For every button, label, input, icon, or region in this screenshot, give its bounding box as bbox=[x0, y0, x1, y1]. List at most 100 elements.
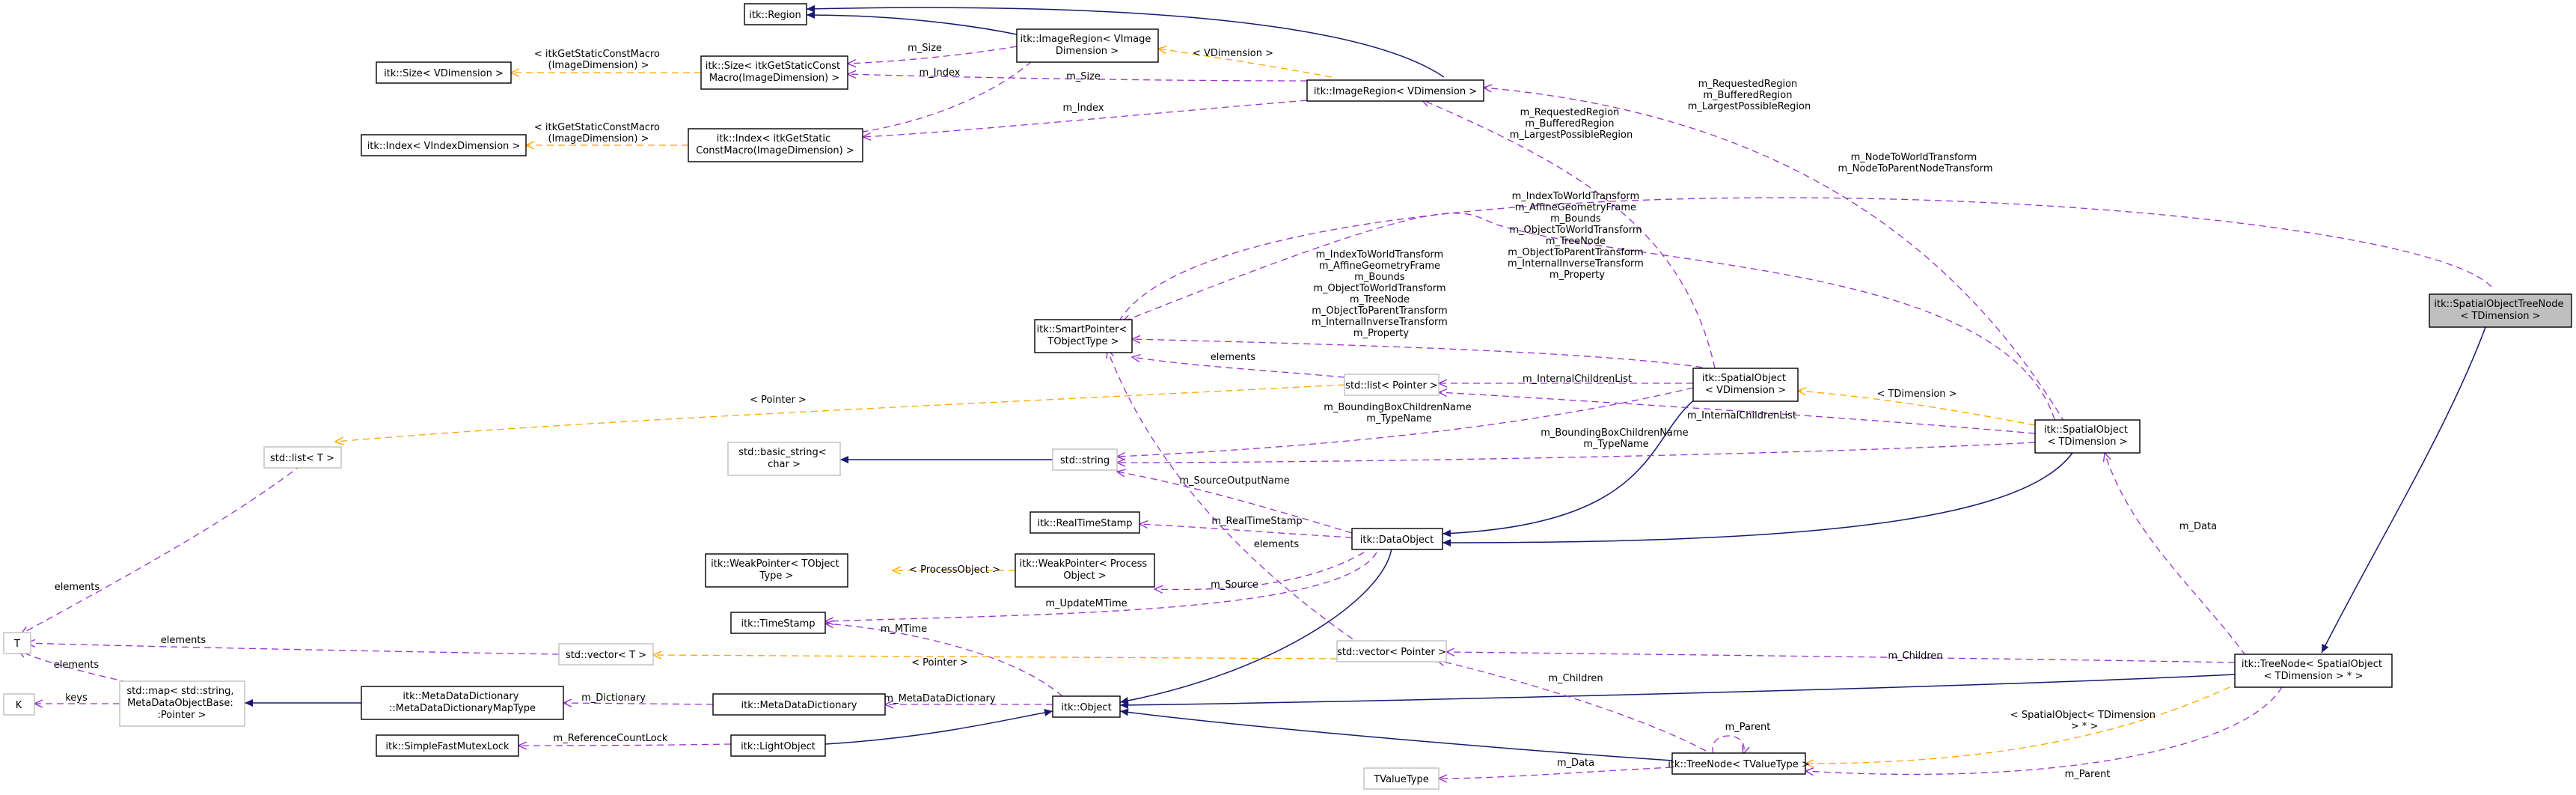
edge-use-vector-elements bbox=[1107, 350, 1362, 646]
svg-text:itk::TreeNode< SpatialObject: itk::TreeNode< SpatialObject < TDimensio… bbox=[2242, 659, 2385, 682]
label-reference-count-lock: m_ReferenceCountLock bbox=[554, 733, 668, 744]
edge-use-update-mtime bbox=[825, 552, 1377, 621]
node-itk-index-vindex[interactable]: itk::Index< VIndexDimension > bbox=[361, 134, 527, 156]
label-m-size-2: m_Size bbox=[1066, 71, 1101, 82]
edge-use-mtime bbox=[825, 624, 1063, 697]
node-itk-size-vdimension[interactable]: itk::Size< VDimension > bbox=[376, 61, 512, 84]
svg-text:itk::TreeNode< TValueType >: itk::TreeNode< TValueType > bbox=[1668, 759, 1810, 770]
label-update-mtime: m_UpdateMTime bbox=[1045, 598, 1127, 609]
node-t[interactable]: T bbox=[3, 632, 31, 654]
node-itk-tree-node-spatial-object[interactable]: itk::TreeNode< SpatialObject < TDimensio… bbox=[2234, 654, 2393, 688]
edge-use-spatial-members-b bbox=[1122, 213, 2058, 431]
svg-text:itk::LightObject: itk::LightObject bbox=[741, 741, 816, 752]
node-itk-image-region-vimage[interactable]: itk::ImageRegion< VImage Dimension > bbox=[1016, 28, 1159, 63]
node-itk-region[interactable]: itk::Region bbox=[744, 3, 807, 25]
node-itk-image-region-vdimension[interactable]: itk::ImageRegion< VDimension > bbox=[1306, 79, 1484, 102]
label-m-index-1: m_Index bbox=[920, 67, 961, 79]
edge-use-source bbox=[1154, 552, 1365, 589]
node-std-list-t[interactable]: std::list< T > bbox=[263, 446, 342, 469]
node-itk-spatial-object-vdimension[interactable]: itk::SpatialObject < VDimension > bbox=[1692, 368, 1799, 402]
svg-text:std::vector< Pointer >: std::vector< Pointer > bbox=[1337, 647, 1446, 658]
node-itk-spatial-object-tdimension[interactable]: itk::SpatialObject < TDimension > bbox=[2034, 419, 2141, 454]
node-std-map[interactable]: std::map< std::string, MetaDataObjectBas… bbox=[119, 680, 245, 727]
node-std-list-pointer[interactable]: std::list< Pointer > bbox=[1344, 374, 1440, 396]
svg-text:itk::Size< VDimension >: itk::Size< VDimension > bbox=[384, 68, 504, 79]
node-itk-light-object[interactable]: itk::LightObject bbox=[730, 734, 826, 757]
label-m-meta-data-dictionary: m_MetaDataDictionary bbox=[884, 693, 995, 704]
node-itk-object[interactable]: itk::Object bbox=[1052, 695, 1121, 718]
label-spatial-members-a: m_IndexToWorldTransform m_AffineGeometry… bbox=[1508, 191, 1647, 281]
edge-inherit-spatialobject-t-to-dataobject bbox=[1442, 452, 2073, 546]
edge-use-internal-children-2 bbox=[1439, 392, 2036, 434]
label-internal-children-1: m_InternalChildrenList bbox=[1523, 374, 1632, 385]
edge-use-parent-self bbox=[1712, 735, 1744, 754]
label-elements-vector: elements bbox=[1254, 539, 1300, 550]
edge-tmpl-pointer-list bbox=[335, 384, 1345, 442]
node-std-vector-pointer[interactable]: std::vector< Pointer > bbox=[1336, 640, 1447, 662]
label-elements-list: elements bbox=[1211, 352, 1256, 363]
svg-text:std::list< T >: std::list< T > bbox=[270, 453, 334, 464]
node-itk-tree-node-tvalue-type[interactable]: itk::TreeNode< TValueType > bbox=[1668, 752, 1810, 775]
node-itk-size-static[interactable]: itk::Size< itkGetStaticConst Macro(Image… bbox=[700, 55, 848, 90]
svg-text:itk::SmartPointer< TOb: itk::SmartPointer< TObjectType > bbox=[1037, 324, 1131, 347]
edge-inherit-treenode-so-to-object bbox=[1119, 674, 2236, 709]
node-itk-real-time-stamp[interactable]: itk::RealTimeStamp bbox=[1030, 511, 1140, 534]
node-itk-index-static[interactable]: itk::Index< itkGetStatic ConstMacro(Imag… bbox=[688, 128, 863, 162]
svg-text:itk::SpatialObject < T: itk::SpatialObject < TDimension > bbox=[2044, 424, 2131, 448]
edge-inherit-imageregion-vdim-to-region bbox=[806, 4, 1445, 78]
label-m-parent: m_Parent bbox=[2065, 769, 2111, 780]
label-spatial-members-b: m_IndexToWorldTransform m_AffineGeometry… bbox=[1312, 249, 1451, 339]
edge-use-spatial-members-a bbox=[1132, 339, 1714, 370]
edge-tmpl-spatial-object bbox=[1805, 686, 2230, 764]
edge-use-children-1 bbox=[1446, 652, 2236, 663]
edge-use-reference-count-lock bbox=[518, 744, 732, 746]
label-m-source: m_Source bbox=[1211, 579, 1258, 591]
label-source-output-name: m_SourceOutputName bbox=[1179, 475, 1289, 487]
node-itk-meta-data-dictionary-map-type[interactable]: itk::MetaDataDictionary ::MetaDataDictio… bbox=[361, 686, 564, 720]
svg-text:itk::WeakPointer< Process: itk::WeakPointer< Process Object > bbox=[1020, 558, 1151, 582]
svg-text:itk::Object: itk::Object bbox=[1061, 702, 1111, 713]
node-std-basic-string[interactable]: std::basic_string< char > bbox=[727, 442, 841, 476]
edge-use-data-so bbox=[2105, 453, 2253, 665]
node-itk-data-object[interactable]: itk::DataObject bbox=[1351, 528, 1443, 550]
node-itk-weak-pointer-process-object[interactable]: itk::WeakPointer< Process Object > bbox=[1015, 553, 1155, 588]
edge-use-list-t-elements bbox=[21, 464, 302, 634]
node-k[interactable]: K bbox=[3, 693, 35, 716]
edge-use-bbox-names-2 bbox=[1117, 442, 2036, 463]
edges bbox=[18, 4, 2492, 779]
svg-text:itk::WeakPointer< TObject: itk::WeakPointer< TObject Type > bbox=[711, 558, 842, 582]
edge-use-real-time-stamp bbox=[1139, 524, 1353, 538]
node-std-vector-t[interactable]: std::vector< T > bbox=[558, 643, 654, 665]
node-tvalue-type[interactable]: TValueType bbox=[1363, 767, 1440, 790]
node-itk-spatial-object-tree-node[interactable]: itk::SpatialObjectTreeNode < TDimension … bbox=[2429, 293, 2572, 328]
svg-text:itk::ImageRegion< VDimension >: itk::ImageRegion< VDimension > bbox=[1314, 86, 1477, 97]
edge-use-index-2 bbox=[863, 100, 1308, 137]
svg-text:TValueType: TValueType bbox=[1373, 774, 1429, 785]
edge-use-size-2 bbox=[848, 74, 1308, 82]
svg-text:itk::RealTimeStamp: itk::RealTimeStamp bbox=[1037, 518, 1132, 529]
label-vdimension: < VDimension > bbox=[1193, 48, 1273, 59]
node-itk-smart-pointer[interactable]: itk::SmartPointer< TObjectType > bbox=[1034, 319, 1133, 353]
node-itk-simple-fast-mutex-lock[interactable]: itk::SimpleFastMutexLock bbox=[376, 734, 519, 757]
label-m-children-2: m_Children bbox=[1548, 673, 1603, 684]
label-m-data-so: m_Data bbox=[2179, 521, 2217, 532]
svg-text:itk::MetaDataDictionary: itk::MetaDataDictionary bbox=[741, 700, 857, 711]
svg-text:std::list< Pointer >: std::list< Pointer > bbox=[1345, 380, 1438, 392]
svg-text:std::vector< T >: std::vector< T > bbox=[566, 650, 646, 661]
svg-text:itk::Index< VIndexDimension >: itk::Index< VIndexDimension > bbox=[367, 141, 521, 152]
node-itk-weak-pointer-tobject[interactable]: itk::WeakPointer< TObject Type > bbox=[705, 553, 848, 588]
node-itk-time-stamp[interactable]: itk::TimeStamp bbox=[730, 612, 826, 634]
svg-text:itk::MetaDataDictionary: itk::MetaDataDictionary ::MetaDataDictio… bbox=[389, 691, 536, 714]
label-m-size-1: m_Size bbox=[908, 43, 942, 54]
edge-use-region-members-mid bbox=[1422, 100, 1716, 369]
node-itk-meta-data-dictionary[interactable]: itk::MetaDataDictionary bbox=[712, 693, 886, 716]
label-m-children-1: m_Children bbox=[1888, 651, 1942, 662]
edge-inherit-imageregion-vimage-to-region bbox=[806, 11, 1018, 35]
node-std-string[interactable]: std::string bbox=[1052, 448, 1118, 471]
svg-text:std::basic_string< cha: std::basic_string< char > bbox=[738, 447, 829, 470]
label-region-members-mid: m_RequestedRegion m_BufferedRegion m_Lar… bbox=[1510, 107, 1633, 141]
svg-text:itk::TimeStamp: itk::TimeStamp bbox=[741, 618, 815, 630]
label-bbox-names-1: m_BoundingBoxChildrenName m_TypeName bbox=[1324, 402, 1475, 424]
label-m-dictionary: m_Dictionary bbox=[581, 692, 646, 704]
svg-text:itk::Index< itkGetStatic: itk::Index< itkGetStatic ConstMacro(Imag… bbox=[696, 133, 854, 156]
